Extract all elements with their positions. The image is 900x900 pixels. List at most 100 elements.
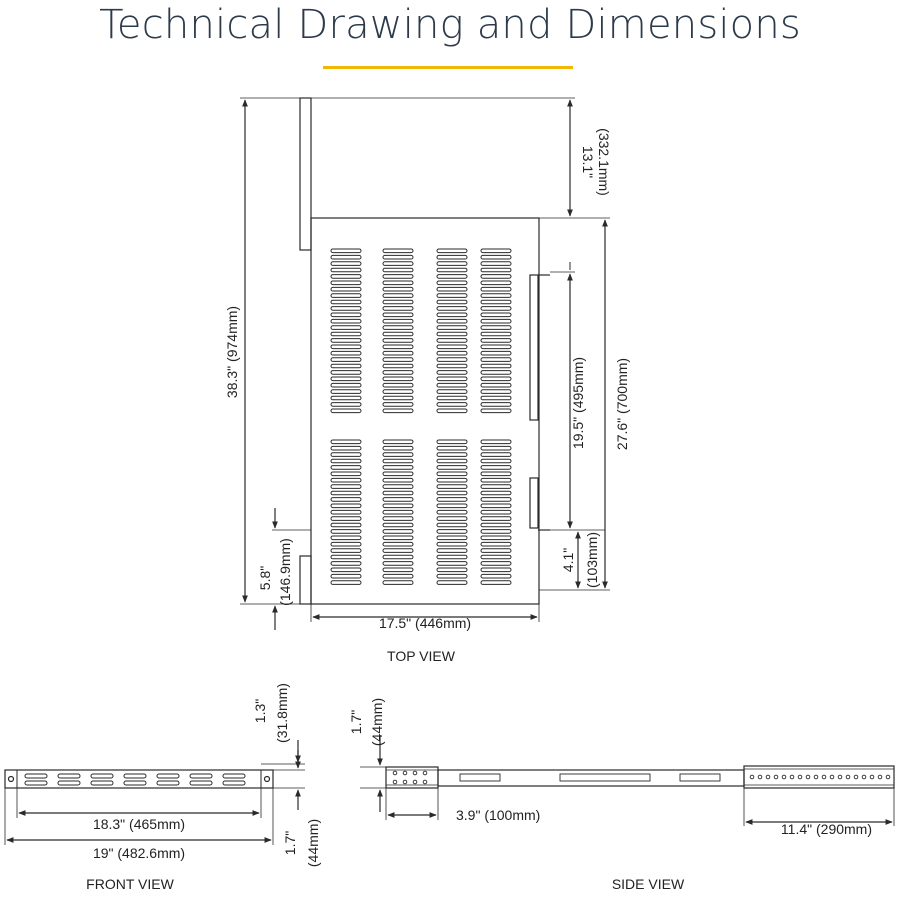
side-view <box>360 735 895 826</box>
vent-slot <box>330 471 362 477</box>
vent-slot <box>330 477 362 483</box>
rail-hole <box>861 774 867 780</box>
vent-slot <box>330 516 362 521</box>
vent-slot <box>382 580 414 585</box>
rail-hole <box>402 779 408 785</box>
rail-hole <box>757 774 763 780</box>
rail-hole <box>392 779 398 785</box>
vent-slot <box>436 535 468 541</box>
vent-slot <box>436 484 468 489</box>
rail-hole <box>821 774 827 780</box>
vent-slot <box>480 312 512 318</box>
vent-slot <box>330 363 362 369</box>
vent-slot <box>330 299 362 305</box>
vent-slot <box>480 325 512 330</box>
vent-slot <box>330 331 362 337</box>
vent-slot <box>330 280 362 286</box>
vent-slot <box>382 261 414 266</box>
vent-slot <box>436 376 468 382</box>
vent-slot <box>330 286 362 292</box>
vent-slot <box>330 248 362 254</box>
vent-slot <box>436 477 468 483</box>
vent-slot <box>436 248 468 254</box>
front-slot <box>24 773 48 779</box>
vent-slot <box>436 325 468 330</box>
front-flange-lower <box>299 555 312 605</box>
front-view <box>4 740 305 845</box>
vent-slot <box>480 331 512 337</box>
vent-slot <box>330 254 362 260</box>
vent-slot <box>330 325 362 330</box>
vent-slot <box>382 516 414 521</box>
vent-slot <box>382 382 414 388</box>
vent-slot <box>382 567 414 573</box>
rail-hole <box>765 774 771 780</box>
rail-hole <box>813 774 819 780</box>
vent-slot <box>480 567 512 573</box>
front-offset-in-label: 4.1" <box>560 548 576 572</box>
front-slot <box>189 773 213 779</box>
vent-slot <box>436 516 468 521</box>
vent-slot <box>382 389 414 394</box>
rail-hole <box>412 770 418 776</box>
vent-slot <box>436 452 468 457</box>
front-slot <box>123 773 147 779</box>
mount-hole-left <box>7 775 15 783</box>
title-accent-bar <box>323 66 573 69</box>
front-top-gap-mm-label: (31.8mm) <box>274 683 290 743</box>
vent-slot <box>382 452 414 457</box>
tray-depth-label: 27.6" (700mm) <box>614 358 630 450</box>
vent-slot <box>436 331 468 337</box>
front-slot <box>90 773 114 779</box>
vent-slots <box>330 248 512 585</box>
front-vent-slots <box>24 773 246 786</box>
tray-body <box>310 217 540 605</box>
vent-slot <box>382 484 414 489</box>
vent-slot <box>480 484 512 489</box>
vent-slot <box>382 395 414 401</box>
vent-slot <box>382 370 414 375</box>
vent-slot <box>330 267 362 273</box>
vent-slot <box>436 299 468 305</box>
vent-slot <box>382 509 414 515</box>
vent-slot <box>480 445 512 451</box>
vent-slot <box>480 357 512 362</box>
vent-slot <box>330 293 362 298</box>
vent-slot <box>480 254 512 260</box>
vent-slot <box>330 580 362 585</box>
overall-depth-label: 38.3" (974mm) <box>224 306 240 398</box>
rail-hole <box>773 774 779 780</box>
vent-slot <box>436 503 468 509</box>
vent-slot <box>436 267 468 273</box>
top-offset-mm-label: (332.1mm) <box>596 128 612 196</box>
vent-slot <box>436 293 468 298</box>
vent-slot <box>436 395 468 401</box>
front-panel <box>4 769 274 789</box>
inner-width-label: 18.3" (465mm) <box>93 816 185 832</box>
vent-slot <box>436 573 468 579</box>
front-height-mm-label: (44mm) <box>305 819 321 867</box>
vent-slot <box>480 503 512 509</box>
vent-slot <box>382 541 414 547</box>
front-top-gap-in-label: 1.3" <box>252 699 268 723</box>
vent-slot <box>436 363 468 369</box>
front-offset-mm-label: (103mm) <box>584 532 600 588</box>
vent-slot <box>330 554 362 560</box>
vent-slot <box>480 389 512 394</box>
vent-slot <box>480 350 512 356</box>
vent-slot <box>330 561 362 566</box>
vent-slot <box>436 318 468 324</box>
vent-slot <box>436 471 468 477</box>
vent-slot <box>382 458 414 464</box>
vent-slot <box>480 299 512 305</box>
vent-slot <box>480 338 512 343</box>
vent-slot <box>330 529 362 534</box>
vent-slot <box>480 306 512 311</box>
vent-slot <box>480 580 512 585</box>
vent-slot <box>436 350 468 356</box>
vent-slot <box>480 261 512 266</box>
vent-slot <box>436 465 468 470</box>
rail-span-label: 19.5" (495mm) <box>570 357 586 449</box>
vent-slot <box>436 458 468 464</box>
